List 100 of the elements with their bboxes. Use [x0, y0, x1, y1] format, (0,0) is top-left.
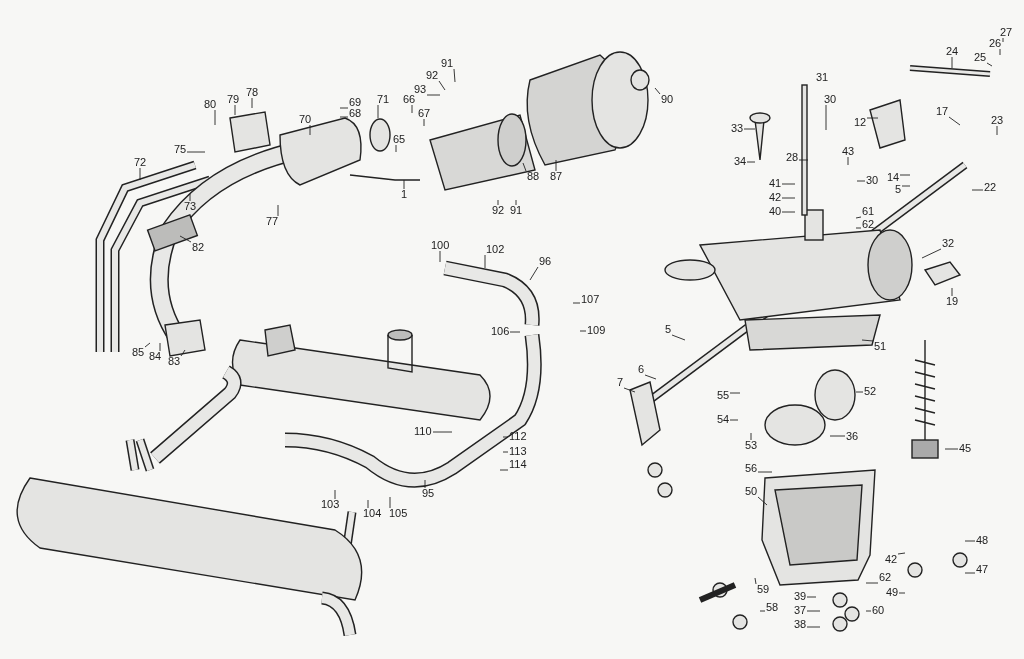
- leader-line: [515, 199, 517, 206]
- leader-line: [572, 302, 581, 304]
- callout-number: 62: [878, 572, 893, 583]
- leader-line: [754, 577, 757, 585]
- callout-number: 65: [392, 134, 407, 145]
- leader-line: [729, 392, 741, 394]
- callout-number: 105: [388, 508, 409, 519]
- callout-number: 36: [845, 431, 860, 442]
- leader-line: [798, 159, 809, 161]
- callout-number: 109: [586, 325, 607, 336]
- leader-line: [944, 448, 959, 450]
- callout-number: 78: [245, 87, 260, 98]
- callout-number: 17: [935, 106, 950, 117]
- leader-line: [897, 552, 906, 555]
- callout-number: 34: [733, 156, 748, 167]
- callout-number: 113: [508, 446, 528, 457]
- leader-line: [901, 185, 911, 187]
- callout-number: 102: [485, 244, 506, 255]
- leader-line: [251, 97, 253, 109]
- callout-number: 52: [863, 386, 878, 397]
- callout-number: 60: [871, 605, 886, 616]
- leader-line: [334, 489, 336, 500]
- callout-number: 26: [988, 38, 1003, 49]
- leader-line: [806, 626, 821, 628]
- callout-number: 1: [400, 189, 409, 200]
- callout-number: 32: [941, 238, 956, 249]
- leader-line: [395, 144, 397, 153]
- callout-number: 22: [983, 182, 998, 193]
- leader-line: [866, 117, 879, 119]
- leader-line: [439, 250, 441, 263]
- callout-number: 92: [425, 70, 440, 81]
- leader-line: [865, 582, 879, 584]
- leader-line: [502, 451, 509, 453]
- callout-number: 85: [131, 347, 146, 358]
- leader-line: [971, 189, 984, 191]
- leader-line: [579, 330, 587, 332]
- callout-number: 68: [348, 108, 363, 119]
- callout-number: 40: [768, 206, 783, 217]
- callout-number: 106: [490, 326, 511, 337]
- leader-line: [159, 342, 161, 352]
- leader-line: [996, 125, 998, 136]
- callout-number: 38: [793, 619, 808, 630]
- leader-line: [438, 80, 446, 91]
- callout-number: 110: [413, 426, 433, 437]
- leader-line: [497, 199, 499, 206]
- leader-line: [502, 436, 509, 438]
- leader-line: [432, 431, 453, 433]
- callout-number: 42: [768, 192, 783, 203]
- callout-number: 114: [508, 459, 528, 470]
- callout-number: 45: [958, 443, 973, 454]
- leader-line: [986, 62, 993, 67]
- leader-line: [555, 159, 557, 172]
- callout-number: 112: [508, 431, 528, 442]
- callout-number: 49: [885, 587, 900, 598]
- leader-line: [179, 235, 192, 243]
- leader-line: [623, 387, 636, 393]
- callout-number: 24: [945, 46, 960, 57]
- callout-number: 107: [580, 294, 601, 305]
- leader-line: [861, 339, 874, 342]
- callout-number: 91: [509, 205, 524, 216]
- leader-line: [855, 227, 862, 229]
- callout-number: 37: [793, 605, 808, 616]
- callout-number: 75: [173, 144, 188, 155]
- callout-number: 66: [402, 94, 417, 105]
- leader-line: [757, 471, 773, 473]
- leader-line: [781, 197, 796, 199]
- leader-line: [339, 116, 349, 118]
- callout-number: 59: [756, 584, 771, 595]
- callout-number: 58: [765, 602, 780, 613]
- leader-line: [367, 499, 369, 509]
- leader-line: [426, 94, 441, 96]
- leader-line: [865, 610, 872, 612]
- callout-number: 19: [945, 296, 960, 307]
- callout-number: 27: [999, 27, 1014, 38]
- callout-number: 30: [823, 94, 838, 105]
- callout-number: 33: [730, 123, 745, 134]
- callout-number: 62: [861, 219, 876, 230]
- leader-line: [644, 374, 657, 380]
- callout-number: 67: [417, 108, 432, 119]
- leader-line: [139, 167, 141, 181]
- leader-line: [389, 496, 391, 509]
- callout-number: 56: [744, 463, 759, 474]
- callout-number: 25: [973, 52, 988, 63]
- leader-line: [847, 156, 849, 166]
- leader-line: [377, 104, 379, 119]
- leader-line: [189, 193, 191, 202]
- leader-line: [948, 116, 961, 126]
- callout-number: 69: [348, 97, 363, 108]
- callout-number: 51: [873, 341, 888, 352]
- leader-line: [806, 610, 821, 612]
- callout-number: 88: [526, 171, 541, 182]
- leader-line: [423, 118, 425, 127]
- leader-line: [509, 331, 521, 333]
- callout-number: 43: [841, 146, 856, 157]
- leader-line: [411, 104, 413, 114]
- callout-number: 73: [183, 201, 198, 212]
- leader-line: [898, 592, 906, 594]
- callout-number: 23: [990, 115, 1005, 126]
- callout-number: 30: [865, 175, 880, 186]
- callout-number: 53: [744, 440, 759, 451]
